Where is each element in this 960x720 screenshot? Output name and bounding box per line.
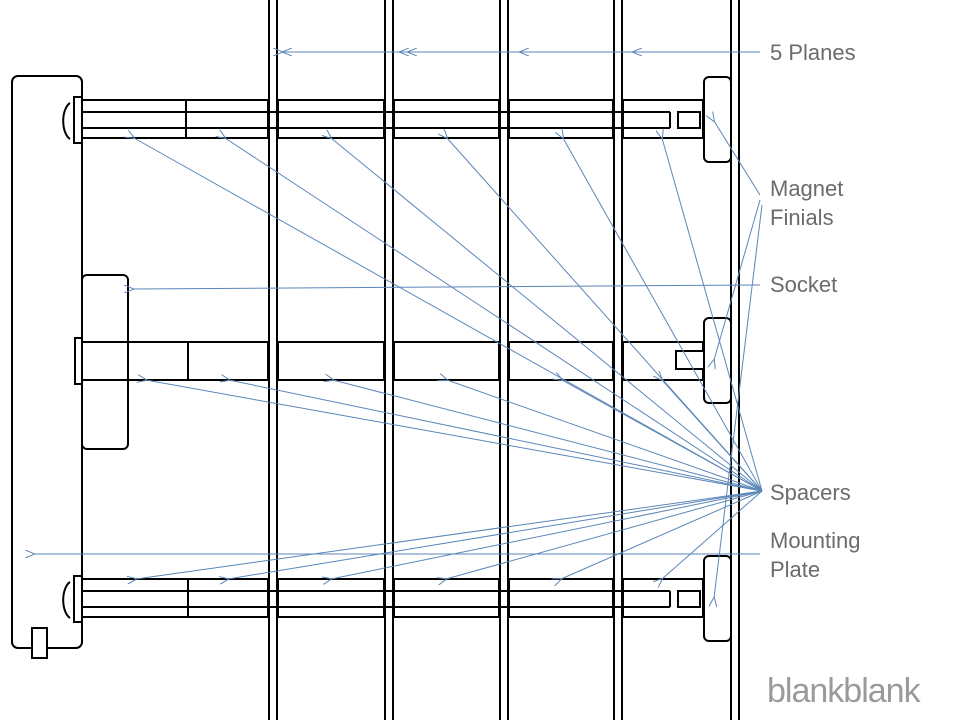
rod-middle <box>74 317 732 404</box>
label-spacers: Spacers <box>770 480 851 505</box>
brand-logo: blankblank <box>767 672 922 710</box>
mounting-plate <box>11 75 83 659</box>
planes <box>268 0 740 720</box>
label-5-planes: 5 Planes <box>770 40 856 65</box>
label-socket: Socket <box>770 272 837 297</box>
rod-bottom <box>62 555 732 642</box>
label-mounting-plate-line2: Plate <box>770 557 820 582</box>
socket <box>81 274 129 450</box>
rod-top <box>62 76 732 163</box>
label-mounting-plate-line1: Mounting <box>770 528 861 553</box>
leader-lines <box>34 52 763 598</box>
label-magnet-finials-line2: Finials <box>770 205 834 230</box>
label-magnet-finials-line1: Magnet <box>770 176 843 201</box>
